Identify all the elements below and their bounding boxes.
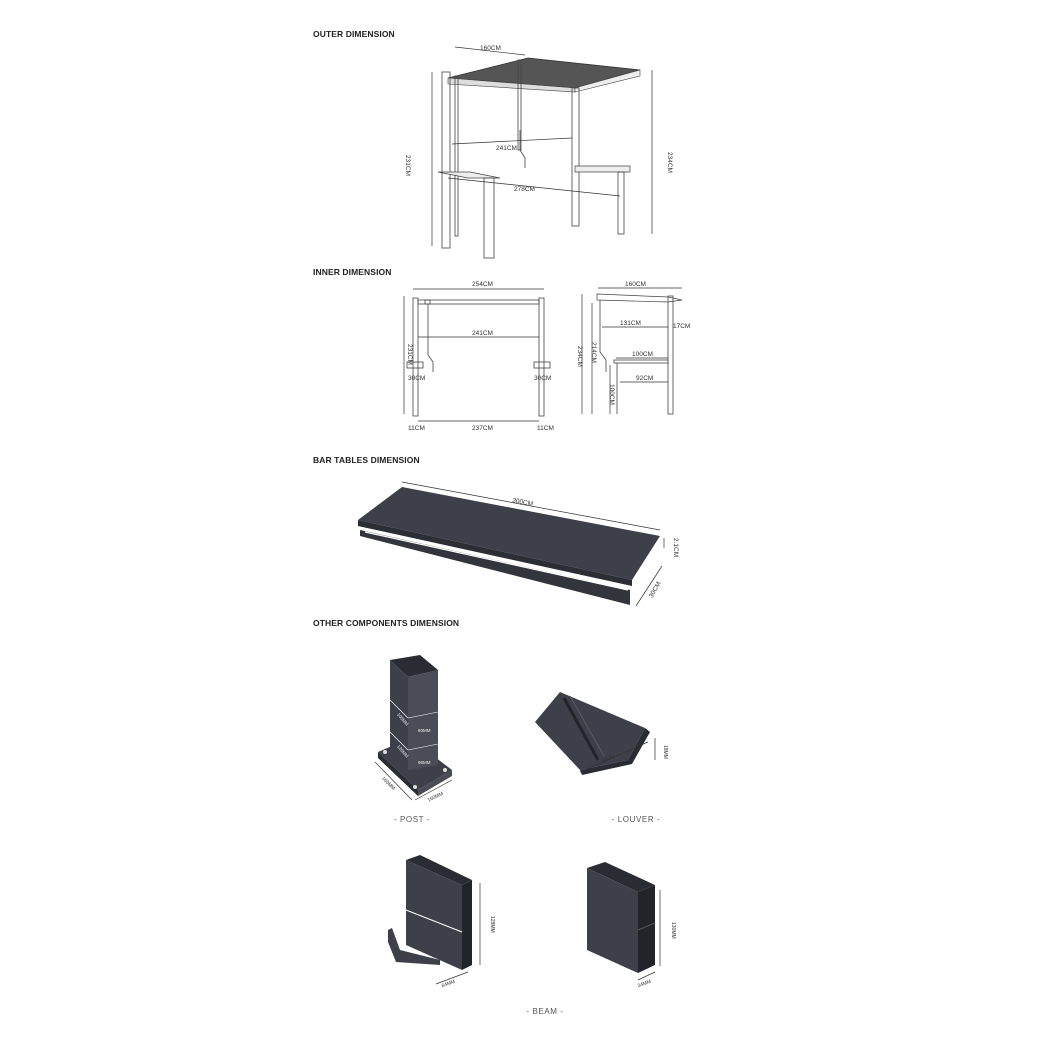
dim-label: 278CM bbox=[514, 186, 535, 193]
post-drawing: 100MM 80MM 120MM 96MM 160MM 160MM bbox=[374, 655, 453, 804]
dim-label: 17CM bbox=[673, 323, 690, 330]
dim-label: 160MM bbox=[380, 776, 396, 792]
dim-label: 231CM bbox=[404, 155, 411, 176]
dim-label: 96MM bbox=[418, 760, 431, 765]
dim-label: 100CM bbox=[608, 384, 615, 405]
dim-label: 11CM bbox=[537, 425, 554, 432]
dim-label: 241CM bbox=[496, 145, 517, 152]
section-title-other: OTHER COMPONENTS DIMENSION bbox=[313, 618, 460, 628]
dim-label: 237CM bbox=[472, 425, 493, 432]
dim-label: 34MM bbox=[637, 979, 652, 989]
dim-label: 160CM bbox=[480, 45, 501, 52]
bar-table bbox=[574, 165, 631, 173]
dim-label: 130MM bbox=[670, 922, 676, 939]
dim-label: 231CM bbox=[406, 344, 413, 365]
dim-label: 131CM bbox=[620, 320, 641, 327]
dim-label: 30CM bbox=[534, 375, 551, 382]
dim-label: 254CM bbox=[472, 281, 493, 288]
dim-label: 234CM bbox=[576, 346, 583, 367]
post bbox=[571, 87, 580, 227]
caption-beam: - BEAM - bbox=[526, 1007, 564, 1016]
dim-label: 99MM bbox=[601, 754, 616, 765]
dim-label: 300CM bbox=[512, 497, 534, 508]
dim-label: 18MM bbox=[662, 745, 668, 759]
outer-drawing: 160CM 231CM 241CM 278CM 234CM bbox=[404, 45, 673, 259]
beam-a-drawing: 128MM 64MM bbox=[388, 855, 495, 989]
dim-label: 30CM bbox=[648, 581, 663, 600]
dim-label: 214CM bbox=[590, 342, 597, 363]
dim-label: 241CM bbox=[472, 330, 493, 337]
caption-louver: - LOUVER - bbox=[611, 815, 661, 824]
dim-label: 64MM bbox=[441, 979, 456, 989]
section-title-outer: OUTER DIMENSION bbox=[313, 29, 395, 39]
post bbox=[441, 71, 451, 249]
dim-label: 100CM bbox=[632, 351, 653, 358]
dim-label: 128MM bbox=[489, 916, 495, 933]
dim-label: 2.1CM bbox=[672, 538, 679, 557]
dim-label: 30CM bbox=[408, 375, 425, 382]
inner-front-drawing: 254CM 241CM 231CM 30CM 30CM 11CM 237CM 1… bbox=[403, 281, 554, 432]
caption-post: - POST - bbox=[393, 815, 431, 824]
dim-label: 234CM bbox=[666, 152, 673, 173]
dim-label: 160MM bbox=[427, 791, 445, 803]
bar-table bbox=[437, 171, 501, 179]
section-title-inner: INNER DIMENSION bbox=[313, 267, 392, 277]
dim-label: 11CM bbox=[408, 425, 425, 432]
table-top bbox=[358, 487, 660, 580]
louver-drawing: 99MM 18MM bbox=[535, 692, 668, 775]
dim-label: 160CM bbox=[625, 281, 646, 288]
section-title-bar-tables: BAR TABLES DIMENSION bbox=[313, 455, 420, 465]
inner-side-drawing: 160CM 131CM 17CM 100CM 92CM 234CM 214CM … bbox=[576, 281, 690, 415]
dim-label: 92CM bbox=[636, 375, 653, 382]
dim-label: 80MM bbox=[418, 728, 431, 733]
beam-b-drawing: 130MM 34MM bbox=[587, 862, 676, 989]
bar-table-drawing: 300CM 2.1CM 30CM bbox=[358, 481, 679, 607]
